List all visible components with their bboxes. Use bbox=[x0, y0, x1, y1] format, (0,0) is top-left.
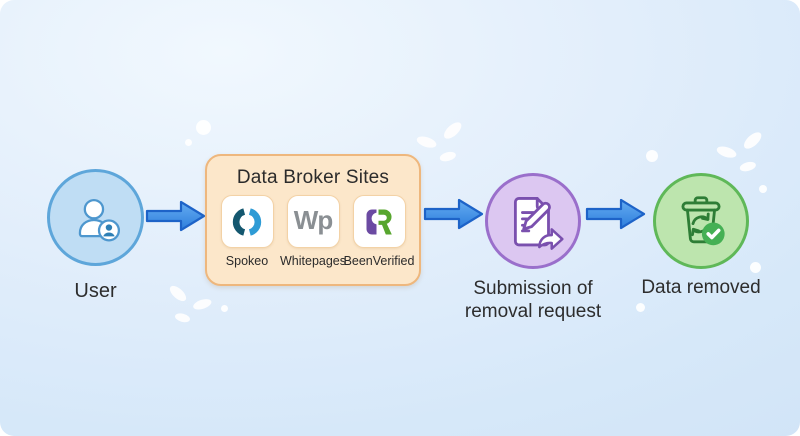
document-pen-share-icon bbox=[513, 197, 564, 250]
site-card-beenverified bbox=[352, 195, 406, 248]
arrow-right-icon bbox=[585, 198, 646, 230]
site-label-whitepages: Whitepages bbox=[280, 254, 347, 268]
site-label-spokeo: Spokeo bbox=[225, 254, 269, 268]
arrow-right-icon bbox=[423, 198, 484, 230]
removed-circle bbox=[653, 173, 749, 269]
submission-label: Submission of removal request bbox=[443, 277, 623, 323]
site-spokeo: Spokeo bbox=[220, 195, 274, 268]
dot-decoration bbox=[636, 303, 645, 312]
submission-circle bbox=[485, 173, 581, 269]
spokeo-logo-icon bbox=[232, 207, 262, 236]
arrow-right-icon bbox=[145, 200, 206, 232]
site-card-spokeo bbox=[220, 195, 274, 248]
removed-label: Data removed bbox=[641, 277, 761, 298]
broker-sites-row: Spokeo Wp Whitepages BeenVerified bbox=[220, 195, 415, 268]
submission-label-line2: removal request bbox=[464, 301, 602, 322]
submission-label-line1: Submission of bbox=[473, 278, 593, 299]
user-circle bbox=[47, 169, 144, 266]
dot-decoration bbox=[750, 262, 761, 273]
whitepages-logo-icon: Wp bbox=[293, 205, 333, 235]
site-beenverified: BeenVerified bbox=[343, 195, 415, 268]
dot-decoration bbox=[759, 185, 767, 193]
petal-decoration bbox=[716, 132, 762, 172]
site-label-beenverified: BeenVerified bbox=[343, 254, 415, 268]
dot-decoration bbox=[196, 120, 211, 135]
dot-decoration bbox=[646, 150, 658, 162]
dot-decoration bbox=[221, 305, 228, 312]
user-label: User bbox=[74, 280, 117, 302]
user-icon bbox=[78, 198, 120, 242]
petal-decoration bbox=[169, 285, 212, 323]
site-whitepages: Wp Whitepages bbox=[280, 195, 347, 268]
data-broker-box: Data Broker Sites Spokeo Wp Whitepages bbox=[205, 154, 421, 286]
site-card-whitepages: Wp bbox=[286, 195, 340, 248]
trash-recycle-check-icon bbox=[681, 196, 725, 246]
dot-decoration bbox=[185, 139, 192, 146]
petal-decoration bbox=[416, 122, 462, 162]
broker-box-title: Data Broker Sites bbox=[236, 167, 390, 188]
beenverified-logo-icon bbox=[366, 208, 392, 234]
